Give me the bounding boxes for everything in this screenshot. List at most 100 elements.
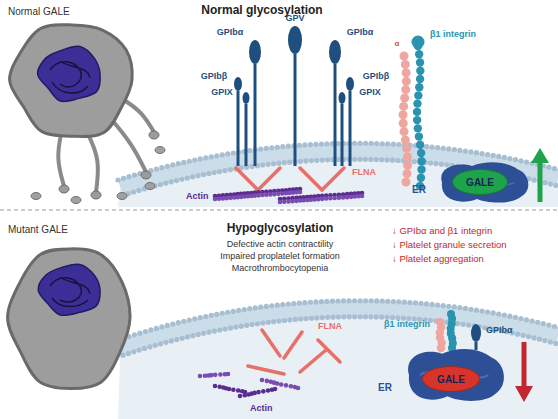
decrease-arrow: [522, 342, 527, 388]
bead: [332, 196, 337, 201]
integrin-alpha-chain: [399, 52, 413, 187]
lipid-bilayer: [120, 309, 557, 348]
lipid-head: [324, 299, 329, 304]
lipid-head: [336, 157, 341, 162]
bead: [213, 197, 218, 202]
increase-arrow-head: [531, 148, 549, 163]
protein-label: FLNA: [318, 322, 342, 332]
lipid-head: [236, 308, 241, 313]
protein-label: β1 integrin: [384, 320, 430, 330]
lipid-head: [190, 333, 195, 338]
receptor-head: [346, 77, 354, 91]
proplatelet-shaft: [112, 120, 146, 172]
lipid-head: [228, 167, 233, 172]
lipid-head: [209, 313, 214, 318]
bead: [286, 199, 291, 204]
bead: [260, 378, 265, 383]
lipid-head: [198, 156, 203, 161]
lipid-head: [280, 144, 285, 149]
lipid-head: [391, 299, 396, 304]
lipid-head: [308, 300, 313, 305]
bead: [416, 58, 424, 66]
lipid-head: [206, 330, 211, 335]
proplatelet-shaft: [58, 130, 64, 186]
lipid-head: [535, 320, 540, 325]
integrin-beta-chain: [447, 310, 457, 352]
lipid-head: [302, 142, 307, 147]
bead: [290, 199, 295, 204]
lipid-head: [548, 339, 553, 344]
lipid-head: [303, 316, 308, 321]
bead: [401, 60, 410, 69]
lipid-head: [330, 315, 335, 320]
lipid-head: [260, 162, 265, 167]
bead: [328, 196, 333, 201]
lipid-head: [126, 351, 131, 356]
lipid-head: [358, 141, 363, 146]
lipid-head: [466, 323, 471, 328]
lipid-head: [491, 310, 496, 315]
bead: [414, 124, 422, 132]
actin-filament: [198, 372, 231, 379]
lipid-head: [374, 141, 379, 146]
lipid-head: [298, 316, 303, 321]
lipid-head: [513, 157, 518, 162]
lipid-head: [435, 302, 440, 307]
bead: [198, 374, 203, 379]
filamin-rod: [262, 330, 280, 356]
bead: [264, 192, 269, 197]
lipid-head: [286, 144, 291, 149]
lipid-head: [457, 305, 462, 310]
bead: [345, 195, 350, 200]
bead: [399, 119, 408, 128]
bead: [360, 194, 365, 199]
lipid-head: [335, 298, 340, 303]
bead: [400, 127, 409, 136]
lipid-head: [452, 304, 457, 309]
lipid-head: [163, 340, 168, 345]
filamin-rod: [284, 332, 302, 358]
lipid-head: [396, 142, 401, 147]
lipid-head: [347, 314, 352, 319]
lipid-head: [319, 141, 324, 146]
bead: [226, 372, 231, 377]
bead: [417, 149, 425, 157]
protein-label: Actin: [186, 192, 209, 202]
lipid-head: [163, 181, 168, 186]
lipid-head: [174, 178, 179, 183]
lipid-head: [557, 167, 558, 172]
protein-label: GPIX: [211, 88, 233, 98]
lipid-head: [531, 335, 536, 340]
protein-label: Actin: [250, 404, 273, 414]
bead: [402, 68, 411, 77]
receptor-stalk: [349, 91, 352, 166]
lipid-head: [374, 314, 379, 319]
filamin-rod: [258, 168, 280, 190]
lipid-head: [180, 336, 185, 341]
lipid-head: [153, 343, 158, 348]
enzyme-label: GALE: [437, 374, 465, 385]
effect-note: ↓ Platelet aggregation: [392, 254, 484, 264]
lipid-head: [424, 144, 429, 149]
gpib-alpha-receptor: [471, 324, 481, 350]
chromatin: [50, 278, 90, 307]
receptor-head: [329, 40, 341, 64]
lipid-head: [132, 332, 137, 337]
lipid-head: [176, 161, 181, 166]
lipid-head: [357, 157, 362, 162]
bead: [400, 52, 409, 61]
lipid-head: [369, 141, 374, 146]
lipid-head: [220, 152, 225, 157]
protein-label: GPIbα: [486, 326, 513, 336]
receptor-stalk: [294, 54, 297, 166]
bead: [296, 386, 301, 391]
bead: [278, 200, 283, 205]
lipid-head: [441, 303, 446, 308]
nucleus: [38, 264, 100, 315]
lipid-head: [239, 324, 244, 329]
lipid-head: [552, 324, 557, 329]
lipid-head: [320, 315, 325, 320]
lipid-head: [287, 160, 292, 165]
actin-filament: [278, 191, 365, 202]
